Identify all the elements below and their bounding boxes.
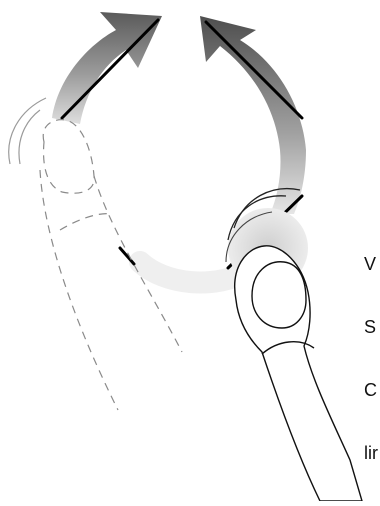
caption-line: lir <box>364 443 380 464</box>
caption-line: V <box>364 254 380 275</box>
caption-line: C <box>364 380 380 401</box>
finger-icon <box>235 246 362 501</box>
caption-text: V S C lir <box>364 212 380 506</box>
rotate-arrow-icon <box>52 12 162 124</box>
rotate-arrow-icon <box>200 16 306 214</box>
touch-ripple-icon <box>9 98 46 164</box>
caption-line: S <box>364 317 380 338</box>
